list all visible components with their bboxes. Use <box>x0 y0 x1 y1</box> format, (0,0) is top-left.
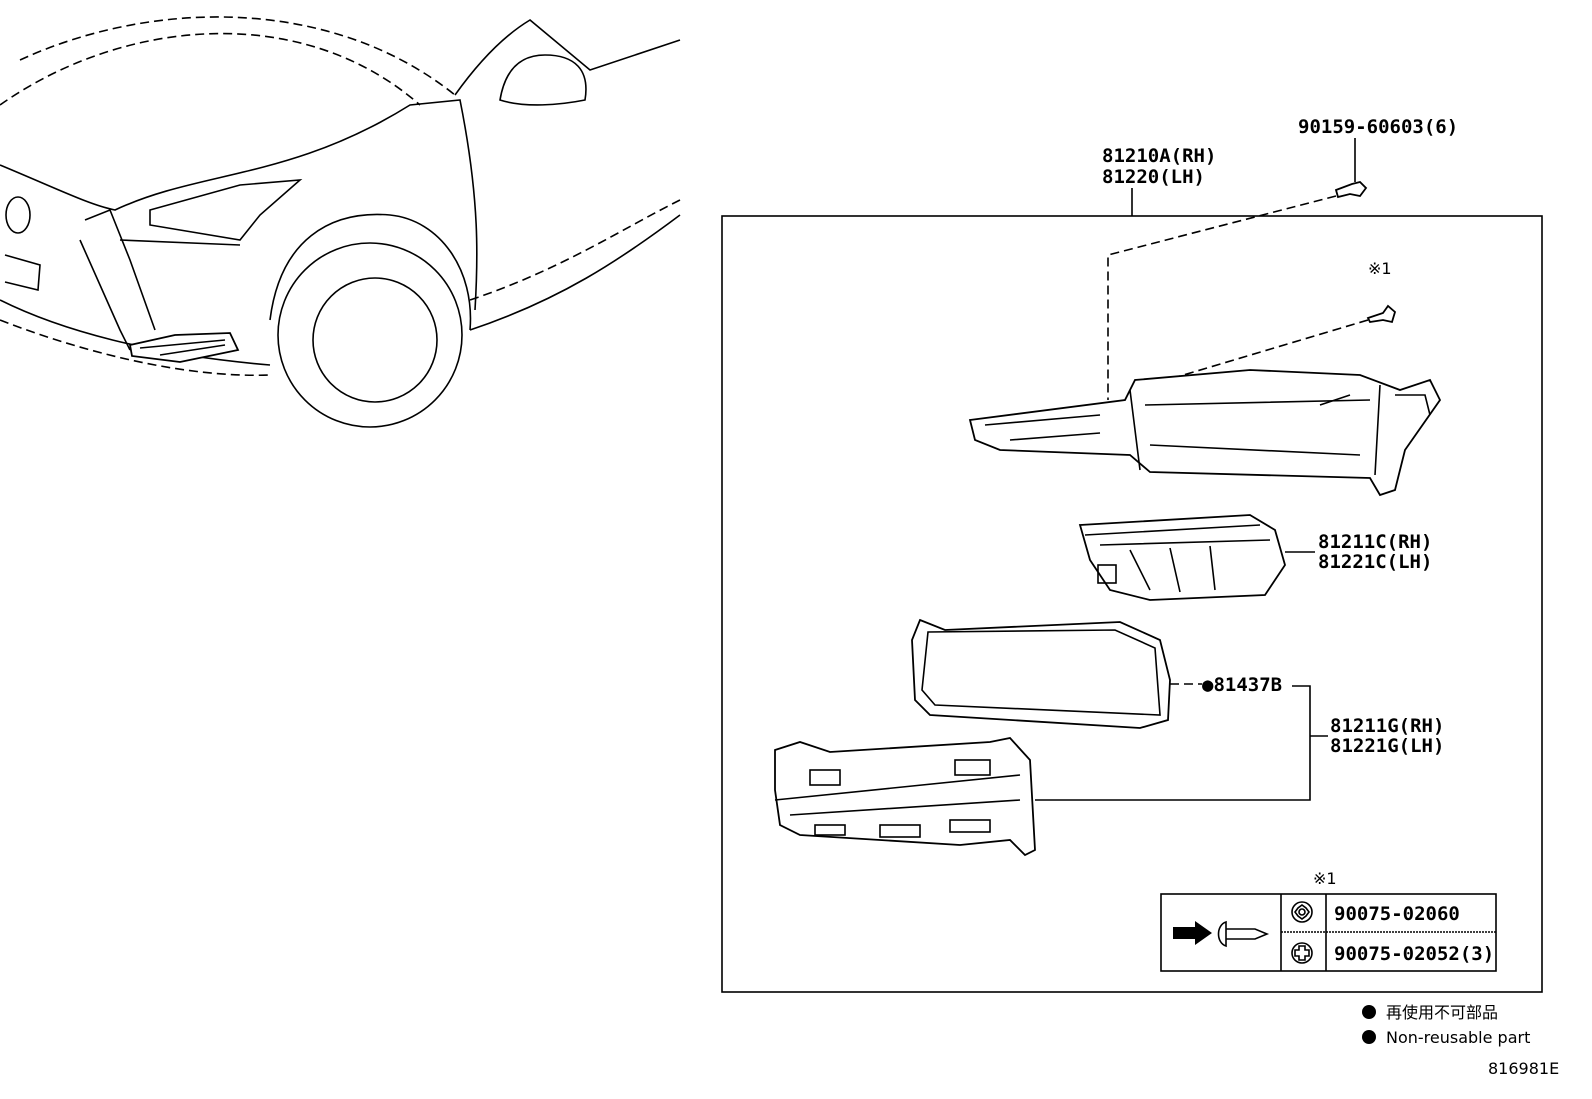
legend-en: Non-reusable part <box>1386 1028 1530 1047</box>
legend-jp: 再使用不可部品 <box>1386 1003 1498 1022</box>
gasket-illustration <box>911 618 1171 729</box>
screw-table-part-1: 90075-02060 <box>1334 903 1460 925</box>
lamp-housing-illustration <box>774 737 1036 857</box>
assembly-frame <box>721 215 1543 993</box>
screw-ref-icon <box>1366 304 1397 324</box>
non-reusable-bullet-icon <box>1362 1005 1376 1019</box>
torx-head-icon <box>1291 901 1313 923</box>
label-lamp-assy-rh: 81210A(RH) <box>1102 145 1216 167</box>
figure-id: 816981E <box>1488 1059 1559 1078</box>
label-screw-ref: ※1 <box>1368 259 1392 278</box>
screw-top-icon <box>1334 181 1368 199</box>
screw-table-ref: ※1 <box>1313 869 1337 888</box>
fog-lamp-assembly-illustration <box>968 369 1442 497</box>
screw-table: 90075-02060 90075-02052(3) <box>1160 893 1497 972</box>
label-reflector-lh: 81221C(LH) <box>1318 551 1432 573</box>
label-screw-top: 90159-60603(6) <box>1298 116 1458 138</box>
non-reusable-bullet-icon <box>1362 1030 1376 1044</box>
screw-table-part-2: 90075-02052(3) <box>1334 943 1494 965</box>
screw-arrow-icon <box>1173 920 1270 948</box>
label-gasket: ●81437B <box>1202 674 1282 696</box>
vehicle-overview-illustration <box>0 16 681 428</box>
label-housing-lh: 81221G(LH) <box>1330 735 1444 757</box>
label-reflector-rh: 81211C(RH) <box>1318 531 1432 553</box>
phillips-head-icon <box>1291 942 1313 964</box>
label-housing-rh: 81211G(RH) <box>1330 715 1444 737</box>
label-lamp-assy-lh: 81220(LH) <box>1102 166 1205 188</box>
reflector-illustration <box>1078 514 1286 601</box>
